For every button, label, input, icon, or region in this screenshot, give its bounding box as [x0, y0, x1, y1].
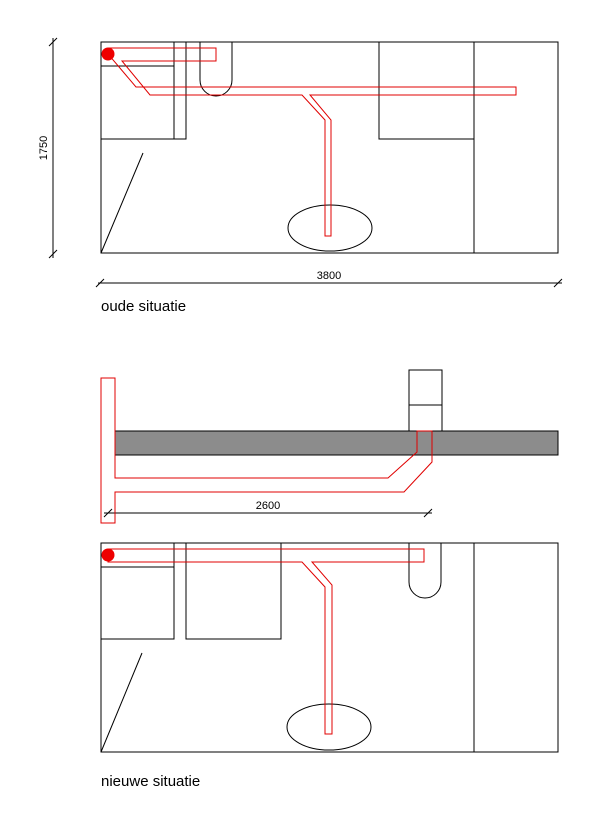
new-pipe [107, 548, 425, 735]
old-dimension-height-label: 1750 [38, 136, 50, 160]
old-room-outline [100, 41, 559, 254]
old-pipe-route [107, 47, 517, 237]
old-left-cabinet [100, 41, 187, 140]
new-wall-box [408, 369, 443, 432]
new-room-outline [100, 542, 559, 753]
new-left-cabinet [100, 566, 175, 640]
new-dimension-tick [423, 508, 433, 518]
new-situation-plan [100, 542, 559, 753]
new-dimension-length-label: 2600 [256, 500, 280, 512]
new-section-pipe-outline [100, 377, 433, 524]
new-pipe-route [107, 548, 425, 735]
old-right-cabinet [378, 41, 475, 140]
new-wall-slab [114, 430, 559, 456]
new-dimension-tick [103, 508, 113, 518]
old-situation-plan [48, 37, 563, 288]
new-washbasin [408, 543, 442, 599]
new-toilet-bowl [286, 703, 372, 751]
new-wall-section [103, 369, 559, 518]
old-pipe [107, 47, 517, 237]
new-right-cabinet [185, 542, 282, 640]
old-dimension-tick [48, 249, 58, 259]
new-section-pipe [100, 377, 433, 524]
old-dimension-tick [95, 278, 105, 288]
new-situation-caption: nieuwe situatie [101, 773, 201, 790]
old-dimension-tick [553, 278, 563, 288]
old-door-swing [100, 152, 144, 254]
old-washbasin [199, 42, 233, 97]
new-door-swing [100, 652, 143, 753]
new-drain-point [101, 548, 115, 562]
old-toilet-bowl [287, 204, 373, 252]
old-dimension-tick [48, 37, 58, 47]
old-dimension-width-label: 3800 [317, 270, 341, 282]
old-drain-point [101, 47, 115, 61]
old-situation-caption: oude situatie [101, 298, 187, 315]
